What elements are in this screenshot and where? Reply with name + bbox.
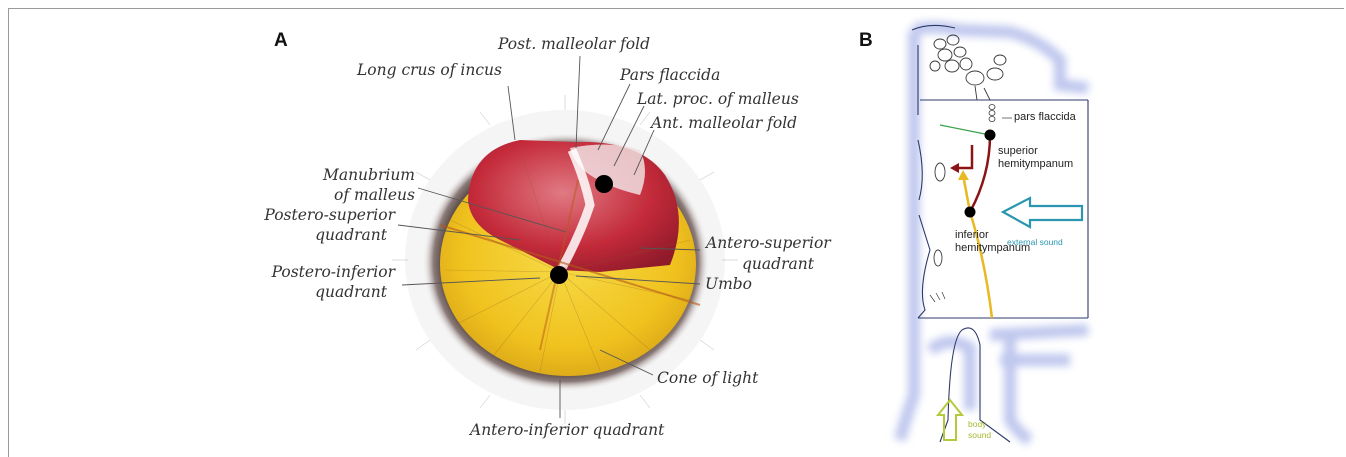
label-superior-line1: superior bbox=[998, 145, 1038, 158]
label-inferior-line1: inferior bbox=[955, 229, 989, 242]
superior-dot bbox=[985, 130, 996, 141]
label-ant-malleolar-fold: Ant. malleolar fold bbox=[651, 113, 797, 133]
panel-a-letter: A bbox=[274, 30, 288, 52]
label-post-malleolar-fold: Post. malleolar fold bbox=[498, 34, 650, 54]
label-lat-proc-of-malleus: Lat. proc. of malleus bbox=[637, 89, 799, 109]
label-postero-superior-line1: Postero-superior bbox=[250, 205, 395, 225]
label-postero-inferior-line1: Postero-inferior bbox=[250, 262, 395, 282]
label-long-crus-of-incus: Long crus of incus bbox=[357, 60, 502, 80]
body-sound-arrow bbox=[938, 400, 962, 440]
green-reference-line bbox=[940, 125, 990, 135]
middle-ear-diagram bbox=[900, 25, 1088, 442]
external-sound-arrow bbox=[1003, 198, 1082, 227]
label-body-sound-line2: sound bbox=[968, 430, 991, 441]
inferior-dot bbox=[965, 207, 976, 218]
label-umbo: Umbo bbox=[705, 274, 752, 294]
lat-proc-dot bbox=[595, 175, 613, 193]
label-external-sound: external sound bbox=[1007, 237, 1063, 248]
label-antero-inferior-quadrant: Antero-inferior quadrant bbox=[470, 420, 664, 440]
label-manubrium-line1: Manubrium bbox=[300, 165, 415, 185]
label-manubrium-line2: of malleus bbox=[300, 185, 415, 205]
label-antero-superior-line2: quadrant bbox=[742, 254, 814, 274]
label-body-sound-line1: body bbox=[968, 419, 986, 430]
umbo-dot bbox=[550, 266, 568, 284]
superior-arrow bbox=[958, 145, 972, 168]
inferior-membrane-curve bbox=[970, 212, 992, 318]
label-superior-line2: hemitympanum bbox=[998, 158, 1073, 171]
label-postero-superior-line2: quadrant bbox=[250, 225, 387, 245]
label-pars-flaccida: Pars flaccida bbox=[620, 65, 720, 85]
label-antero-superior-line1: Antero-superior bbox=[706, 233, 831, 253]
label-postero-inferior-line2: quadrant bbox=[250, 282, 387, 302]
panel-b-letter: B bbox=[859, 30, 873, 52]
label-cone-of-light: Cone of light bbox=[657, 368, 758, 388]
label-b-pars-flaccida: pars flaccida bbox=[1014, 111, 1076, 124]
